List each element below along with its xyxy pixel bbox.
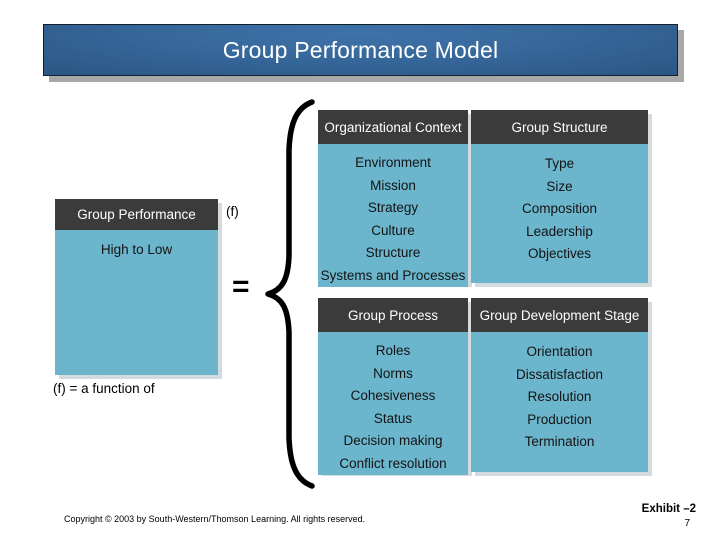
list-item: Decision making [343,433,443,448]
group-structure-header: Group Structure [471,110,648,144]
function-legend: (f) = a function of [53,381,155,396]
list-item: Leadership [526,223,593,239]
list-item: Mission [370,177,416,193]
group-process-header: Group Process [318,298,468,332]
group-performance-header: Group Performance [55,199,218,230]
list-item: Cohesiveness [350,388,436,403]
list-item: High to Low [100,242,173,257]
list-item: Conflict resolution [339,455,447,471]
list-item: Orientation [526,344,593,359]
list-item: Termination [524,434,595,449]
list-item: Roles [375,343,411,358]
list-item: Culture [371,222,415,238]
function-marker: (f) [226,204,239,219]
list-item: Structure [365,245,421,260]
list-item: Norms [373,365,413,381]
list-item: Resolution [527,389,592,404]
organizational-context-header: Organizational Context [318,110,468,144]
group-performance-box: Group Performance High to Low [55,199,222,379]
equals-sign: = [232,270,250,303]
page-title: Group Performance Model [222,36,499,63]
list-item: Dissatisfaction [515,366,604,382]
group-development-stage-header: Group Development Stage [471,298,648,332]
list-item: Production [527,411,592,427]
group-development-stage-body: Orientation Dissatisfaction Resolution P… [471,332,648,472]
list-item: Environment [355,155,431,170]
group-performance-body: High to Low [55,230,218,375]
group-process-body: Roles Norms Cohesiveness Status Decision… [318,332,468,475]
organizational-context-body: Environment Mission Strategy Culture Str… [318,144,468,287]
list-item: Size [546,178,573,194]
group-process-box: Group Process Roles Norms Cohesiveness S… [318,298,472,476]
list-item: Systems and Processes [320,267,466,283]
group-development-stage-box: Group Development Stage Orientation Diss… [471,298,652,476]
exhibit-label: Exhibit –2 [641,503,696,515]
organizational-context-box: Organizational Context Environment Missi… [318,110,472,287]
copyright-notice: Copyright © 2003 by South-Western/Thomso… [64,514,366,524]
slide-number: 7 [684,518,690,529]
list-item: Objectives [527,246,592,261]
list-item: Type [544,156,575,171]
curly-brace [262,98,318,490]
group-structure-body: Type Size Composition Leadership Objecti… [471,144,648,283]
slide-title-banner: Group Performance Model [43,24,678,76]
list-item: Status [373,410,413,426]
list-item: Strategy [367,200,419,215]
group-structure-box: Group Structure Type Size Composition Le… [471,110,652,287]
list-item: Composition [521,201,598,216]
